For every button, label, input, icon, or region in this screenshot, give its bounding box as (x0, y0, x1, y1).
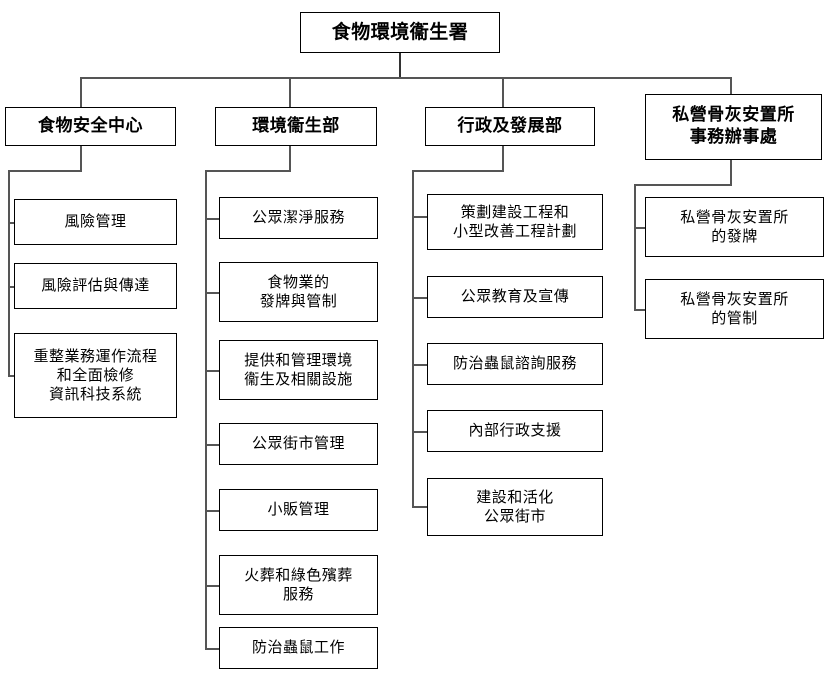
node-unit-1-3[interactable]: 重整業務運作流程 和全面檢修 資訊科技系統 (14, 333, 177, 418)
connector-spine-dept-1 (8, 170, 10, 376)
node-dept-4[interactable]: 私營骨灰安置所 事務辦事處 (645, 94, 822, 160)
node-unit-2-5[interactable]: 小販管理 (219, 489, 378, 531)
node-unit-4-2[interactable]: 私營骨灰安置所 的管制 (645, 279, 824, 339)
node-unit-2-3[interactable]: 提供和管理環境 衞生及相關設施 (219, 340, 378, 400)
node-unit-2-2[interactable]: 食物業的 發牌與管制 (219, 262, 378, 322)
connector-elbow-top-dept-2 (205, 170, 291, 172)
connector-drop-dept-2 (289, 77, 291, 107)
connector-spine-dept-3 (412, 170, 414, 507)
connector-root-stem (399, 52, 401, 78)
node-dept-1[interactable]: 食物安全中心 (5, 107, 176, 146)
connector-branch-2-6 (205, 585, 229, 587)
connector-elbow-top-dept-1 (8, 170, 82, 172)
connector-branch-2-3 (205, 370, 229, 372)
node-dept-2[interactable]: 環境衞生部 (215, 107, 377, 146)
connector-stem-dept-1 (80, 145, 82, 171)
node-unit-2-4[interactable]: 公眾街市管理 (219, 423, 378, 465)
node-unit-2-7[interactable]: 防治蟲鼠工作 (219, 627, 378, 669)
connector-spine-dept-2 (205, 170, 207, 649)
connector-branch-2-4 (205, 444, 229, 446)
connector-branch-2-1 (205, 218, 229, 220)
connector-drop-dept-1 (80, 77, 82, 107)
node-unit-3-2[interactable]: 公眾教育及宣傳 (427, 276, 603, 318)
connector-branch-2-2 (205, 292, 229, 294)
connector-branch-3-2 (412, 297, 436, 299)
connector-drop-dept-4 (730, 77, 732, 99)
connector-main-bus (80, 77, 732, 79)
connector-branch-2-7 (205, 648, 229, 650)
connector-elbow-top-dept-4 (634, 184, 732, 186)
node-unit-2-1[interactable]: 公眾潔淨服務 (219, 197, 378, 239)
node-unit-4-1[interactable]: 私營骨灰安置所 的發牌 (645, 197, 824, 257)
connector-drop-dept-3 (502, 77, 504, 107)
connector-branch-3-5 (412, 506, 436, 508)
node-unit-1-2[interactable]: 風險評估與傳達 (14, 263, 177, 309)
node-root[interactable]: 食物環境衞生署 (300, 12, 500, 53)
node-unit-3-4[interactable]: 內部行政支援 (427, 410, 603, 452)
connector-stem-dept-2 (289, 145, 291, 171)
connector-stem-dept-4 (730, 160, 732, 185)
connector-elbow-top-dept-3 (412, 170, 504, 172)
node-unit-3-1[interactable]: 策劃建設工程和 小型改善工程計劃 (427, 194, 603, 250)
connector-branch-3-4 (412, 431, 436, 433)
connector-spine-dept-4 (634, 184, 636, 311)
node-unit-1-1[interactable]: 風險管理 (14, 199, 177, 245)
node-unit-2-6[interactable]: 火葬和綠色殯葬 服務 (219, 555, 378, 615)
connector-stem-dept-3 (502, 145, 504, 171)
connector-branch-3-3 (412, 364, 436, 366)
connector-branch-2-5 (205, 510, 229, 512)
node-unit-3-3[interactable]: 防治蟲鼠諮詢服務 (427, 343, 603, 385)
node-unit-3-5[interactable]: 建設和活化 公眾街市 (427, 478, 603, 536)
connector-branch-3-1 (412, 216, 436, 218)
node-dept-3[interactable]: 行政及發展部 (425, 107, 595, 146)
